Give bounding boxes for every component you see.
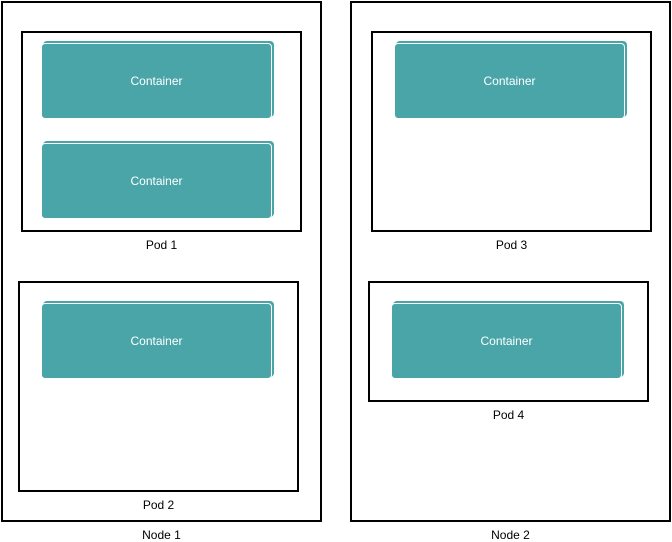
container-label: Container (483, 74, 536, 88)
container-label: Container (480, 334, 533, 348)
pod-4-label: Pod 4 (492, 408, 525, 422)
container-label: Container (130, 334, 183, 348)
pod-1-label: Pod 1 (145, 238, 178, 252)
pod-1-container-2: Container (41, 143, 272, 219)
pod-3-label: Pod 3 (495, 238, 528, 252)
container-label: Container (130, 174, 183, 188)
node-2-label: Node 2 (491, 528, 530, 542)
pod-2-container-1: Container (41, 303, 272, 379)
node-1-label: Node 1 (142, 528, 181, 542)
pod-2-label: Pod 2 (142, 498, 175, 512)
pod-3-container-1: Container (394, 43, 625, 119)
container-label: Container (130, 74, 183, 88)
pod-1-container-1: Container (41, 43, 272, 119)
pod-4-container-1: Container (391, 303, 622, 379)
